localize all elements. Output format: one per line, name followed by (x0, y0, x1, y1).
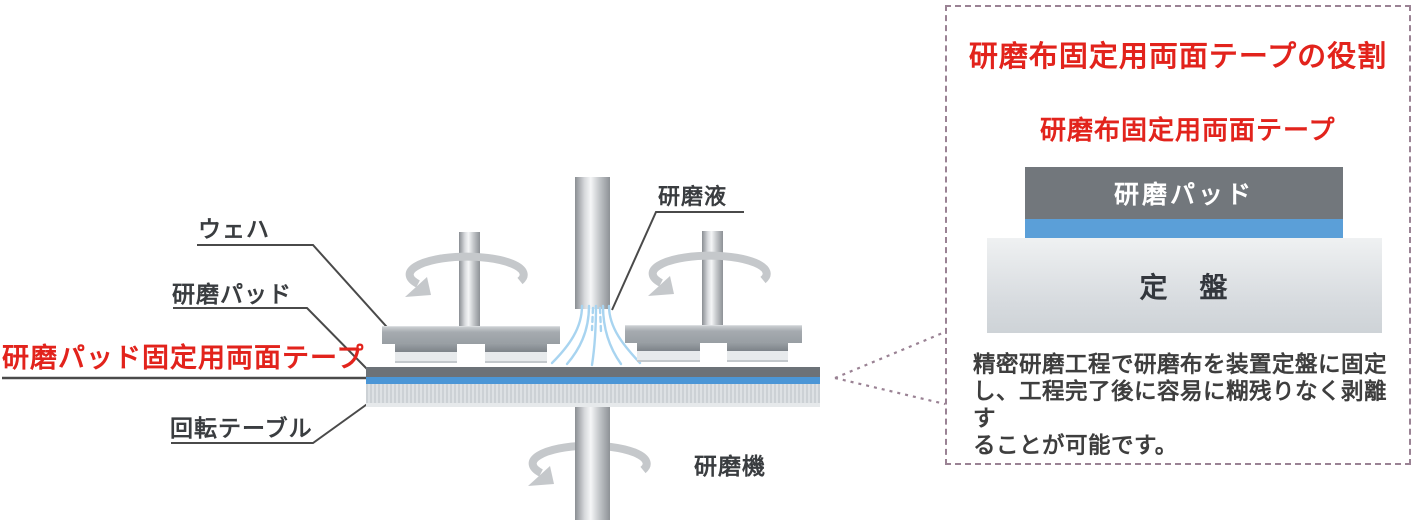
platen-block: 定 盤 (987, 238, 1382, 333)
leader-lines (2, 211, 744, 444)
polishing-pad-layer (366, 367, 820, 377)
tape-role-info-box: 研磨布固定用両面テープの役割 研磨布固定用両面テープ 研磨パッド 定 盤 精密研… (945, 5, 1411, 465)
description-line: ることが可能です。 (973, 433, 1178, 459)
right-carrier-shaft (702, 231, 723, 326)
rotating-table-layer (366, 384, 820, 407)
tape-layer-block (1025, 219, 1343, 238)
info-box-title: 研磨布固定用両面テープの役割 (968, 39, 1388, 73)
wafer-stack (485, 343, 547, 363)
polishing-pad-block: 研磨パッド (1025, 167, 1343, 219)
wafer-stack (395, 343, 457, 363)
wafer-template (395, 343, 457, 352)
magnifier-dashed-connector (834, 330, 946, 406)
bottom-machine-shaft (575, 407, 610, 520)
cloth-fixing-tape-label: 研磨布固定用両面テープ (1040, 116, 1336, 146)
pad-fixing-tape-label: 研磨パッド固定用両面テープ (2, 343, 365, 374)
polishing-pad-label: 研磨パッド (172, 282, 292, 308)
info-box-description: 精密研磨工程で研磨布を装置定盤に固定 し、工程完了後に容易に糊残りなく剥離す る… (973, 352, 1393, 460)
right-carrier-plate (625, 325, 802, 343)
left-carrier-plate (382, 326, 560, 344)
rotation-arrow-icon-right (648, 251, 771, 296)
wafer-stack (637, 342, 700, 362)
rotating-table-label: 回転テーブル (170, 416, 313, 442)
description-line: 精密研磨工程で研磨布を装置定盤に固定 (973, 352, 1388, 378)
rotation-arrow-icon-left (405, 252, 528, 297)
slurry-label: 研磨液 (658, 185, 728, 210)
wafer-template (727, 342, 788, 351)
wafer (485, 352, 547, 363)
wafer (395, 352, 457, 363)
polishing-machine-label: 研磨機 (694, 454, 766, 480)
wafer-template (485, 343, 547, 352)
left-carrier-shaft (459, 232, 480, 326)
wafer (637, 351, 700, 362)
slurry-nozzle-shaft (575, 177, 610, 309)
wafer-label: ウェハ (198, 217, 270, 243)
wafer-stack (727, 342, 788, 362)
wafer (727, 351, 788, 362)
double-sided-tape-layer (366, 377, 820, 384)
wafer-template (637, 342, 700, 351)
description-line: し、工程完了後に容易に糊残りなく剥離す (973, 379, 1388, 432)
slurry-flow (550, 304, 642, 367)
